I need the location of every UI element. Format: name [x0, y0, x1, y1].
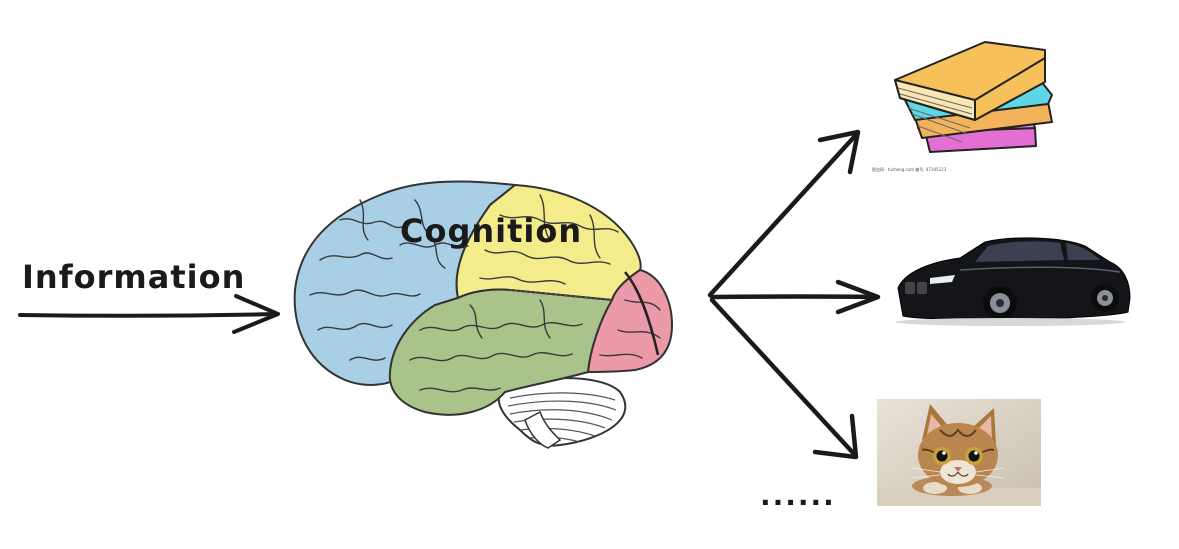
brain-temporal-lobe — [388, 288, 614, 416]
output-arrows — [707, 129, 881, 460]
car-icon — [895, 237, 1131, 326]
information-label: Information — [22, 258, 245, 296]
brain-stem — [524, 410, 562, 449]
arrow-to-books — [707, 133, 858, 298]
cognition-label: Cognition — [400, 212, 582, 250]
cat-photo — [877, 399, 1041, 506]
input-arrow — [18, 294, 280, 334]
arrow-to-car — [709, 294, 878, 300]
arrow-to-cat — [709, 297, 858, 458]
brain-illustration — [293, 180, 674, 449]
books-icon — [894, 41, 1053, 153]
more-items-ellipsis: ...... — [760, 479, 836, 512]
books-watermark: 图虫网 · tuchong.com 编号: 47345123 — [872, 166, 947, 172]
